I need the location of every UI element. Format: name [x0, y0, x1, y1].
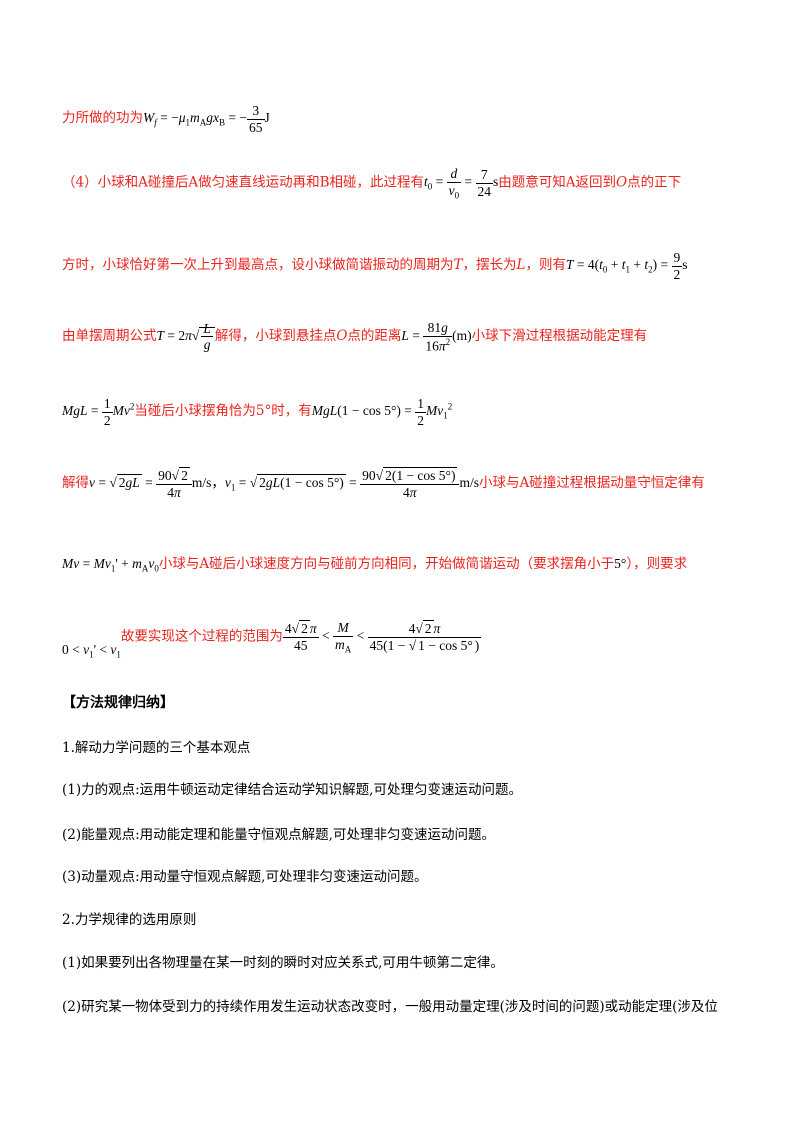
summary-line-6: (1)如果要列出各物理量在某一时刻的瞬时对应关系式,可用牛顿第二定律。: [62, 955, 504, 971]
text-span: （4）小球和A碰撞后A做匀速直线运动再和B相碰，此过程有: [62, 174, 425, 191]
summary-line-1: 1.解动力学问题的三个基本观点: [62, 740, 251, 756]
summary-line-4: (3)动量观点:用动量守恒观点解题,可处理非匀变速运动问题。: [62, 869, 428, 885]
answer-line-period: 方时，小球恰好第一次上升到最高点，设小球做简谐振动的周期为T，摆长为L，则有T …: [62, 250, 688, 282]
text-span: 方时，小球恰好第一次上升到最高点，设小球做简谐振动的周期为: [62, 257, 454, 274]
text-span: 解得: [62, 475, 89, 492]
momentum-formula: Mv = Mv1' + mAv0: [62, 556, 159, 574]
var-t: T: [453, 257, 463, 274]
text-span: 点的正下: [627, 174, 682, 191]
work-label: 力所做的功为: [62, 110, 143, 127]
text-span: ，则有: [525, 257, 566, 274]
summary-line-7: (2)研究某一物体受到力的持续作用发生运动状态改变时，一般用动量定理(涉及时间的…: [62, 999, 718, 1015]
text-span: ，: [211, 475, 225, 491]
text-span: 由单摆周期公式: [62, 327, 157, 344]
text-span: 小球下滑过程根据动能定理有: [471, 327, 648, 344]
angle-5: 5°: [614, 556, 627, 571]
summary-line-5: 2.力学规律的选用原则: [62, 912, 197, 928]
section-title: 【方法规律归纳】: [62, 695, 174, 711]
text-span: 小球与A碰撞过程根据动量守恒定律有: [478, 475, 705, 492]
point-o: O: [336, 327, 348, 344]
point-o: O: [616, 174, 628, 191]
text-span: 时，有: [271, 403, 312, 420]
text-span: 故要实现这个过程的范围为: [120, 628, 283, 645]
summary-line-3: (2)能量观点:用动能定理和能量守恒观点解题,可处理非匀变速运动问题。: [62, 827, 495, 843]
range-inequality: 0 < v1' < v1: [62, 642, 121, 661]
text-span: ，摆长为: [462, 257, 517, 274]
answer-line-momentum: Mv = Mv1' + mAv0小球与A碰后小球速度方向与碰前方向相同，开始做简…: [62, 552, 687, 574]
var-l: L: [516, 257, 526, 274]
text-span: 小球与A碰后小球速度方向与碰前方向相同，开始做简谐运动（要求摆角小于: [158, 556, 615, 572]
summary-line-2: (1)力的观点:运用牛顿运动定律结合运动学知识解题,可处理匀变速运动问题。: [62, 782, 522, 798]
angle-value: 5°: [255, 403, 272, 420]
text-span: 解得，小球到悬挂点: [214, 327, 337, 344]
text-span: 由题意可知A返回到: [498, 174, 617, 191]
velocity-formula-2: v1 = √2gL(1 − cos 5°) = 90√2(1 − cos 5°)…: [224, 467, 479, 500]
text-span: ），则要求: [626, 556, 688, 572]
text-span: 当碰后小球摆角恰为: [134, 403, 256, 420]
text-span: 点的距离: [347, 327, 402, 344]
